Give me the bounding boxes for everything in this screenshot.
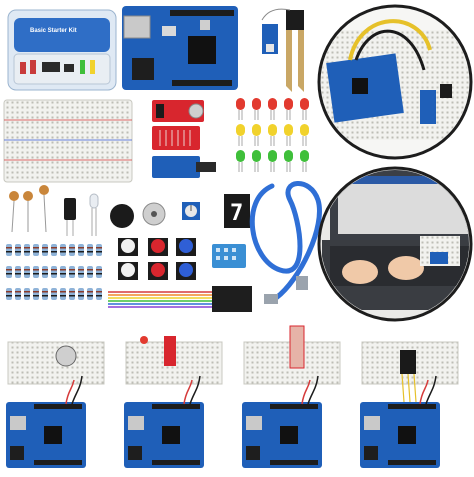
resistor bbox=[87, 266, 93, 278]
resistor bbox=[96, 266, 102, 278]
led bbox=[268, 124, 277, 146]
buzzer-icon bbox=[110, 202, 166, 228]
potentiometer-icon bbox=[182, 202, 200, 220]
resistor bbox=[69, 266, 75, 278]
capacitor-icon bbox=[64, 198, 76, 236]
jumper-wires-icon bbox=[108, 286, 252, 312]
segment-digit: 7 bbox=[230, 201, 243, 226]
wiring-closeup-circle bbox=[317, 4, 473, 160]
resistor bbox=[69, 288, 75, 300]
led bbox=[252, 98, 261, 120]
resistor bbox=[42, 288, 48, 300]
white-led-icon bbox=[89, 193, 99, 236]
resistor bbox=[33, 288, 39, 300]
push-button bbox=[118, 238, 138, 256]
ir-sensor-icon bbox=[152, 156, 216, 178]
led bbox=[252, 124, 261, 146]
led bbox=[268, 98, 277, 120]
resistor bbox=[24, 266, 30, 278]
resistor bbox=[87, 244, 93, 256]
soil-sensor-icon bbox=[261, 8, 304, 92]
resistor bbox=[60, 288, 66, 300]
resistor bbox=[60, 266, 66, 278]
project-example bbox=[242, 325, 341, 468]
push-button bbox=[118, 262, 138, 280]
led-icon bbox=[236, 98, 309, 172]
push-button bbox=[148, 262, 168, 280]
resistor bbox=[60, 244, 66, 256]
resistor bbox=[15, 288, 21, 300]
led bbox=[300, 98, 309, 120]
resistor bbox=[15, 266, 21, 278]
seven-segment-display-icon: 7 bbox=[224, 194, 250, 228]
resistor bbox=[69, 244, 75, 256]
resistor bbox=[33, 266, 39, 278]
resistor bbox=[6, 288, 12, 300]
resistor bbox=[15, 244, 21, 256]
resistor bbox=[96, 288, 102, 300]
led bbox=[284, 124, 293, 146]
led bbox=[284, 98, 293, 120]
push-button bbox=[176, 262, 196, 280]
led bbox=[236, 124, 245, 146]
resistor bbox=[78, 266, 84, 278]
led bbox=[300, 150, 309, 172]
project-example bbox=[124, 336, 223, 468]
push-button bbox=[176, 238, 196, 256]
resistor bbox=[33, 244, 39, 256]
resistor-icon bbox=[6, 244, 102, 300]
breadboard-icon bbox=[3, 99, 133, 183]
project-example bbox=[360, 341, 459, 468]
resistor bbox=[24, 244, 30, 256]
led bbox=[252, 150, 261, 172]
led bbox=[236, 150, 245, 172]
resistor bbox=[78, 288, 84, 300]
resistor bbox=[51, 266, 57, 278]
water-sensor-icon bbox=[152, 126, 200, 150]
resistor bbox=[78, 244, 84, 256]
project-example bbox=[6, 341, 105, 468]
laptop-circle bbox=[317, 166, 473, 322]
kit-box-label: Basic Starter Kit bbox=[30, 28, 77, 34]
resistor bbox=[6, 266, 12, 278]
sound-sensor-icon bbox=[152, 100, 204, 122]
resistor bbox=[6, 244, 12, 256]
led bbox=[300, 124, 309, 146]
kit-box: Basic Starter Kit bbox=[7, 9, 117, 91]
photoresistor-icon bbox=[9, 185, 49, 233]
led bbox=[268, 150, 277, 172]
resistor bbox=[42, 244, 48, 256]
led bbox=[284, 150, 293, 172]
led bbox=[236, 98, 245, 120]
resistor bbox=[51, 244, 57, 256]
dht-sensor-icon bbox=[212, 244, 246, 268]
resistor bbox=[24, 288, 30, 300]
push-buttons-icon bbox=[118, 238, 196, 280]
resistor bbox=[96, 244, 102, 256]
usb-cable-icon bbox=[249, 181, 322, 304]
resistor bbox=[87, 288, 93, 300]
arduino-board-icon bbox=[122, 6, 238, 90]
resistor bbox=[51, 288, 57, 300]
resistor bbox=[42, 266, 48, 278]
push-button bbox=[148, 238, 168, 256]
